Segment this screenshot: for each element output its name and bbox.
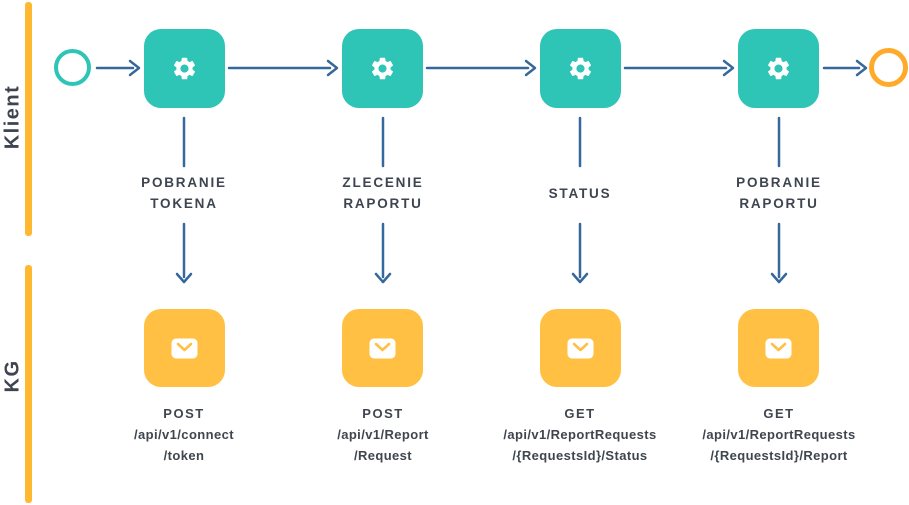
api-path-line: /token	[163, 448, 205, 463]
client-task-box-4	[738, 29, 819, 108]
kg-message-box-1	[144, 309, 225, 387]
envelope-icon	[171, 338, 198, 359]
api-label-report: GET /api/v1/ReportRequests /{RequestsId}…	[674, 403, 884, 466]
step-label-line: ZLECENIE	[342, 175, 424, 190]
step-label-line: POBRANIE	[736, 175, 822, 190]
step-label-line: STATUS	[548, 185, 612, 201]
step-label-line: POBRANIE	[141, 175, 227, 190]
step-label-pobranie-tokena: POBRANIE TOKENA	[94, 171, 274, 215]
lane-label-kg: KG	[1, 359, 24, 393]
api-path-line: /api/v1/connect	[134, 427, 234, 442]
envelope-icon	[765, 338, 792, 359]
kg-message-box-2	[342, 309, 423, 387]
api-path-line: /{RequestsId}/Report	[710, 448, 848, 463]
gear-icon	[171, 55, 198, 82]
api-path-line: /Request	[353, 448, 413, 463]
api-label-status: GET /api/v1/ReportRequests /{RequestsId}…	[475, 403, 685, 466]
step-label-line: RAPORTU	[739, 196, 819, 211]
api-path-line: /api/v1/Report	[337, 427, 429, 442]
envelope-icon	[567, 338, 594, 359]
client-task-box-1	[144, 29, 225, 108]
arrow-box4-to-end	[822, 59, 868, 77]
step-label-line: RAPORTU	[343, 196, 423, 211]
step-label-zlecenie-raportu: ZLECENIE RAPORTU	[293, 171, 473, 215]
api-path-line: /api/v1/ReportRequests	[503, 427, 657, 442]
arrow-box2-to-box3	[425, 59, 537, 77]
api-path-line: /api/v1/ReportRequests	[702, 427, 856, 442]
step-label-line: TOKENA	[150, 196, 218, 211]
arrow-start-to-box1	[95, 59, 141, 77]
gear-icon	[765, 55, 792, 82]
api-method: GET	[564, 406, 596, 421]
end-circle	[869, 48, 908, 87]
api-path-line: /{RequestsId}/Status	[512, 448, 648, 463]
arrow-box3-to-box4	[623, 59, 735, 77]
api-method: GET	[763, 406, 795, 421]
step-label-status: STATUS	[490, 171, 670, 215]
lane-bar-klient	[25, 2, 32, 236]
lane-label-klient: Klient	[1, 84, 24, 150]
api-label-report-request: POST /api/v1/Report /Request	[278, 403, 488, 466]
arrow-box1-to-box2	[227, 59, 339, 77]
gear-icon	[369, 55, 396, 82]
gear-icon	[567, 55, 594, 82]
api-method: POST	[163, 406, 205, 421]
api-method: POST	[362, 406, 404, 421]
envelope-icon	[369, 338, 396, 359]
kg-message-box-4	[738, 309, 819, 387]
client-task-box-2	[342, 29, 423, 108]
kg-message-box-3	[540, 309, 621, 387]
start-circle	[54, 49, 91, 86]
step-label-pobranie-raportu: POBRANIE RAPORTU	[689, 171, 869, 215]
api-label-token: POST /api/v1/connect /token	[79, 403, 289, 466]
lane-bar-kg	[25, 265, 32, 503]
client-task-box-3	[540, 29, 621, 108]
